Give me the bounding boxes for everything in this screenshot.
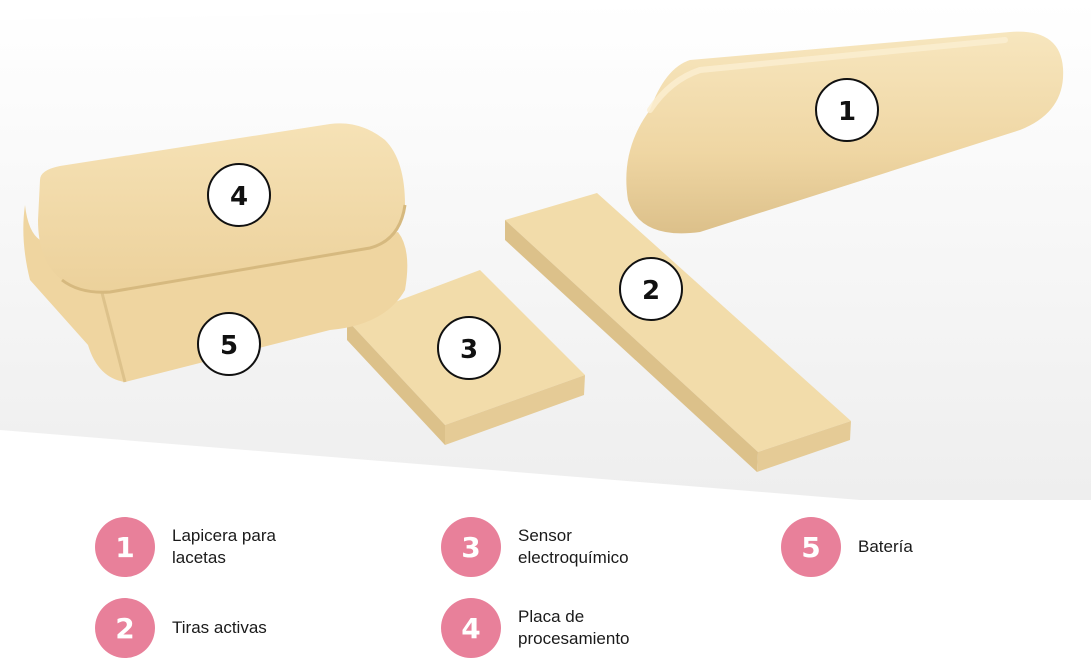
legend-badge-2: 2 bbox=[95, 598, 155, 658]
callout-4: 4 bbox=[207, 163, 271, 227]
legend-badge-1: 1 bbox=[95, 517, 155, 577]
callout-4-label: 4 bbox=[230, 182, 248, 212]
callout-5: 5 bbox=[197, 312, 261, 376]
legend-label-3: Sensor electroquímico bbox=[518, 526, 629, 567]
part-2-strip bbox=[505, 193, 851, 472]
legend-badge-4: 4 bbox=[441, 598, 501, 658]
legend-label-2: Tiras activas bbox=[172, 618, 267, 637]
legend-label-4: Placa de procesamiento bbox=[518, 607, 630, 648]
callout-3: 3 bbox=[437, 316, 501, 380]
legend-item-3: 3 Sensor electroquímico bbox=[441, 517, 629, 577]
legend-item-2: 2 Tiras activas bbox=[95, 598, 267, 658]
callout-1: 1 bbox=[815, 78, 879, 142]
legend-label-5: Batería bbox=[858, 537, 913, 556]
legend-badge-5: 5 bbox=[781, 517, 841, 577]
callout-5-label: 5 bbox=[220, 331, 238, 361]
callout-1-label: 1 bbox=[838, 97, 856, 127]
legend-item-1: 1 Lapicera para lacetas bbox=[95, 517, 276, 577]
legend-item-5: 5 Batería bbox=[781, 517, 913, 577]
legend-label-1: Lapicera para lacetas bbox=[172, 526, 276, 567]
legend-item-4: 4 Placa de procesamiento bbox=[441, 598, 630, 658]
device-parts-illustration: 1 2 3 4 5 bbox=[0, 0, 1091, 500]
legend-badge-3: 3 bbox=[441, 517, 501, 577]
callout-3-label: 3 bbox=[460, 335, 478, 365]
callout-2-label: 2 bbox=[642, 276, 660, 306]
callout-2: 2 bbox=[619, 257, 683, 321]
